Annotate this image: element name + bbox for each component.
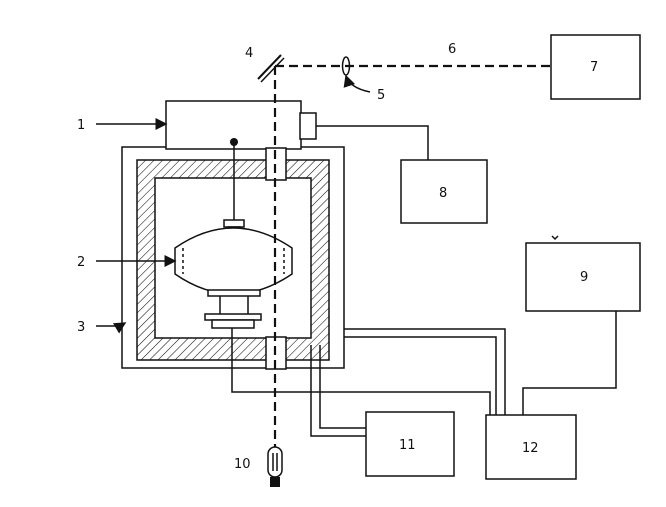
label-9: 9	[580, 270, 588, 285]
box-8	[400, 159, 488, 224]
wiring	[231, 125, 617, 437]
label-7: 7	[590, 60, 598, 75]
mirror	[257, 54, 282, 80]
housing-connector	[299, 112, 317, 140]
label-1: 1	[77, 118, 85, 133]
label-6: 6	[448, 42, 456, 57]
mirror-back	[260, 57, 285, 83]
leader-3	[96, 322, 127, 334]
leader-5	[343, 74, 371, 93]
box-11	[365, 411, 455, 477]
box-9	[525, 242, 641, 312]
box-7	[550, 34, 641, 100]
box-9-mark	[551, 235, 559, 241]
suspension-bead	[230, 138, 238, 146]
label-5: 5	[377, 88, 385, 103]
label-11: 11	[399, 438, 416, 453]
label-2: 2	[77, 255, 85, 270]
lamp	[267, 446, 283, 487]
vessel	[174, 219, 293, 329]
label-12: 12	[522, 441, 539, 456]
label-8: 8	[439, 186, 447, 201]
box-12	[485, 414, 577, 480]
label-10: 10	[234, 457, 251, 472]
label-4: 4	[245, 46, 253, 61]
label-3: 3	[77, 320, 85, 335]
